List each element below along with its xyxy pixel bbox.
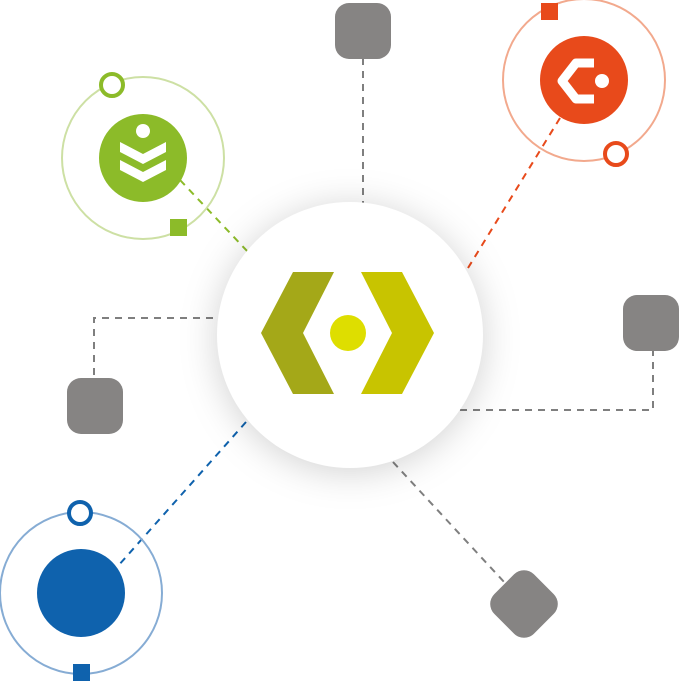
- hub-dot: [330, 315, 366, 351]
- gray-node-bottom-right: [490, 570, 558, 638]
- connector-green: [179, 179, 249, 253]
- hub-left-chevron: [261, 272, 334, 394]
- hub-right-chevron: [361, 272, 434, 394]
- connector-left: [93, 317, 213, 378]
- connector-blue: [117, 421, 247, 567]
- green-orbit-marker: [99, 72, 125, 98]
- orange-orbit-marker: [603, 141, 629, 167]
- code-brackets-icon: [261, 272, 434, 394]
- connector-orange: [467, 117, 561, 269]
- gray-node-left: [67, 378, 123, 434]
- connector-right: [460, 350, 654, 411]
- hub: [217, 202, 483, 468]
- c-logo-icon: [557, 58, 609, 104]
- orange-badge: [540, 36, 628, 124]
- green-satellite: [61, 72, 225, 240]
- gray-node-right: [623, 295, 679, 351]
- chevron-stack-icon: [120, 124, 166, 182]
- connector-bottom-right: [392, 461, 506, 584]
- connectors: [93, 58, 654, 584]
- orange-orbit-ring: [502, 0, 666, 162]
- gray-nodes: [67, 3, 679, 638]
- orange-square-marker: [541, 3, 558, 20]
- blue-square-marker: [73, 664, 90, 681]
- circle-icon: [37, 549, 125, 637]
- green-orbit-ring: [61, 76, 225, 240]
- green-square-marker: [170, 219, 187, 236]
- gray-node-top: [335, 3, 391, 59]
- orange-satellite: [502, 0, 666, 167]
- blue-orbit-marker: [67, 500, 93, 526]
- blue-satellite: [0, 500, 163, 681]
